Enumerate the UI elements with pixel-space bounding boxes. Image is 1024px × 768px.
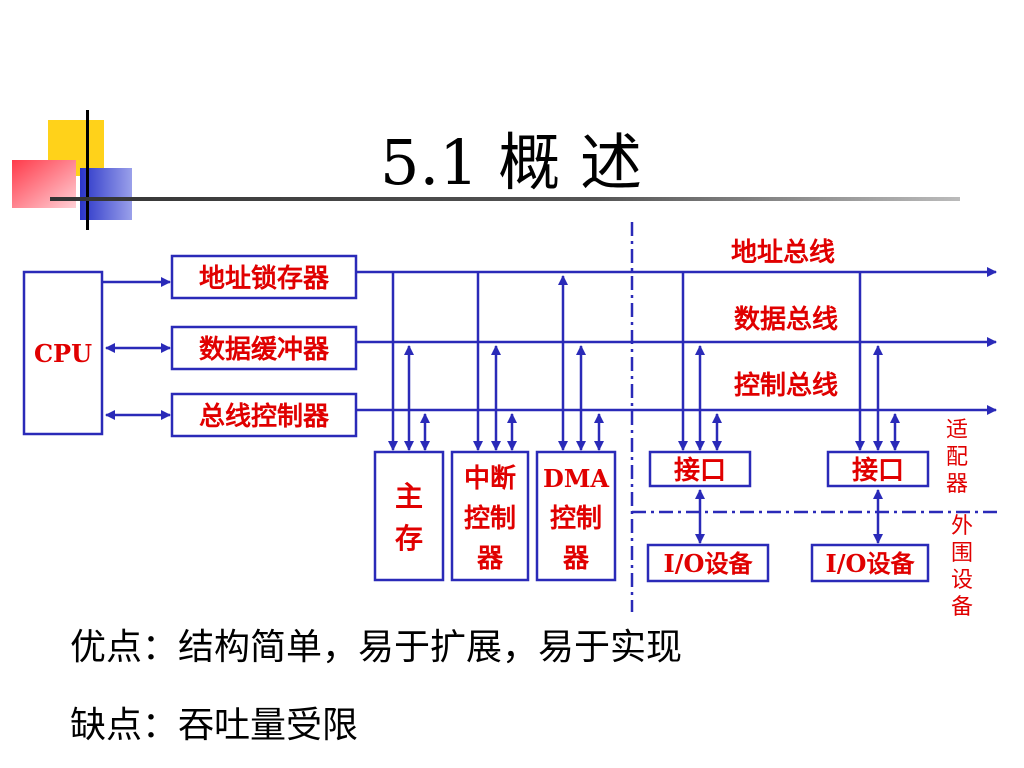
page-title: 5.1 概 述	[380, 126, 643, 199]
deco-vertical-line	[86, 110, 89, 230]
cpu-label: CPU	[34, 339, 92, 368]
adapter-label-3: 器	[946, 472, 968, 497]
io-device-box-1	[646, 543, 770, 583]
advantages-text: 优点：结构简单，易于扩展，易于实现	[70, 627, 683, 668]
interface-box-2	[826, 450, 930, 488]
control-bus-label: 控制总线	[734, 371, 838, 401]
cpu-box	[22, 270, 104, 436]
interface-label-2: 接口	[852, 456, 904, 486]
address-latch-label: 地址锁存器	[199, 263, 330, 294]
dma-label-line2: 控制	[550, 504, 602, 534]
dma-label-line3: 器	[562, 544, 590, 574]
memory-label-line1: 主	[395, 480, 423, 513]
memory-label-line2: 存	[395, 522, 423, 555]
adapter-label-1: 适	[946, 418, 968, 443]
io-device-label-2: I/O设备	[826, 549, 916, 578]
io-device-box-2	[810, 543, 930, 583]
peripheral-label-3: 设	[951, 568, 973, 593]
peripheral-label-4: 备	[951, 595, 973, 620]
interface-label-1: 接口	[674, 456, 726, 486]
adapter-label-2: 配	[946, 445, 968, 470]
peripheral-label-2: 围	[951, 541, 973, 566]
interrupt-label-line3: 器	[476, 544, 504, 574]
interrupt-label-line1: 中断	[464, 463, 516, 494]
interrupt-label-line2: 控制	[464, 504, 516, 534]
data-buffer-box	[170, 325, 358, 371]
address-bus-label: 地址总线	[731, 238, 835, 268]
interface-box-1	[648, 450, 752, 488]
dma-controller-box	[535, 450, 617, 582]
peripheral-label-1: 外	[951, 514, 973, 539]
memory-box	[373, 450, 445, 582]
data-buffer-label: 数据缓冲器	[199, 334, 330, 365]
bus-controller-box	[170, 392, 358, 438]
dma-label-line1: DMA	[543, 464, 609, 493]
title-underline	[50, 197, 960, 201]
address-latch-box	[170, 254, 358, 300]
bus-controller-label: 总线控制器	[199, 402, 330, 432]
data-bus-label: 数据总线	[734, 305, 838, 335]
interrupt-controller-box	[450, 450, 530, 582]
io-device-label-1: I/O设备	[664, 549, 754, 578]
disadvantages-text: 缺点：吞吐量受限	[70, 705, 359, 746]
